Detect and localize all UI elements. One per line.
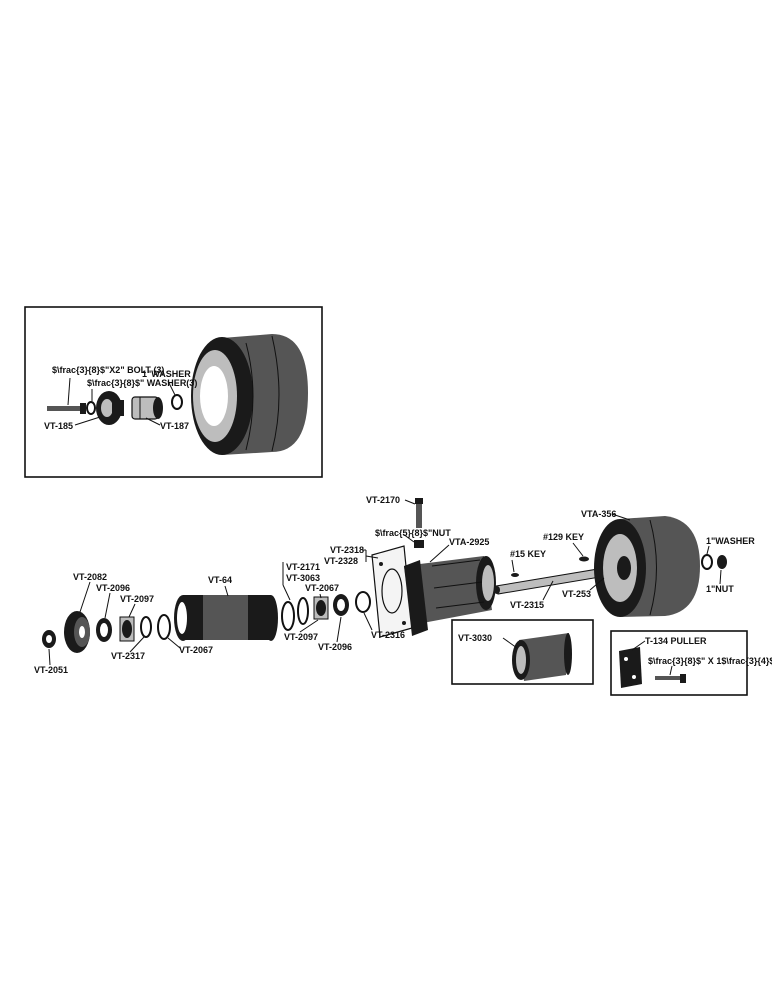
hub-vt185-part [96, 391, 124, 425]
spacer-vt187-part [131, 396, 163, 420]
main-assembly: VT-2170 $\frac{5}{8}$"NUT VT-2318 VT-232… [34, 495, 755, 675]
housing-vta2925-part [404, 556, 496, 636]
bolt-label: $\frac{3}{8}$"X2" BOLT (3) [52, 365, 164, 375]
bearing-vt2096-left-part [96, 618, 112, 642]
ring-vt2317-part [140, 616, 152, 638]
vt2317-label: VT-2317 [111, 651, 145, 661]
inset-hub-assembly: $\frac{3}{8}$"X2" BOLT (3) $\frac{3}{8}$… [24, 306, 323, 478]
vt2171-label: VT-2171 [286, 562, 320, 572]
key-15-label: #15 KEY [510, 549, 546, 559]
vt2096-right-label: VT-2096 [318, 642, 352, 652]
nut-5-8-part [414, 540, 424, 548]
inset-puller: T-134 PULLER $\frac{3}{8}$" X 1$\frac{3}… [610, 630, 772, 696]
ring-vt2171-part [281, 601, 295, 631]
vt2082-label: VT-2082 [73, 572, 107, 582]
bolt-vt2170-part [415, 498, 423, 528]
one-inch-washer-part [171, 394, 183, 410]
vt2097-left-label: VT-2097 [120, 594, 154, 604]
vta2925-label: VTA-2925 [449, 537, 489, 547]
key-129-label: #129 KEY [543, 532, 584, 542]
puller-title: T-134 PULLER [645, 636, 707, 646]
ring-vt2067-left-part [157, 614, 171, 640]
vt2170-label: VT-2170 [366, 495, 400, 505]
vt3063-label: VT-3063 [286, 573, 320, 583]
vt2067-left-label: VT-2067 [179, 645, 213, 655]
gear-vt2082-part [64, 611, 90, 653]
roller-drum-part [191, 334, 308, 455]
puller-bolt-label: $\frac{3}{8}$" X 1$\frac{3}{4}$" BOLT (3… [648, 656, 772, 666]
bearing-vt2097-left-part [119, 616, 135, 642]
gasket-plate-part [371, 545, 413, 638]
puller-frame [610, 630, 748, 696]
vt2067-right-label: VT-2067 [305, 583, 339, 593]
lock-washer-label: $\frac{3}{8}$" WASHER(3) [87, 378, 197, 388]
inset-frame [24, 306, 323, 478]
cylinder-vt64-part [174, 595, 278, 641]
vt2096-left-label: VT-2096 [96, 583, 130, 593]
vt2318-label: VT-2318 [330, 545, 364, 555]
ring-vt3063-part [297, 597, 309, 625]
vt2051-label: VT-2051 [34, 665, 68, 675]
one-washer-right-label: 1"WASHER [706, 536, 755, 546]
vt2315-label: VT-2315 [510, 600, 544, 610]
key-15-part [511, 573, 519, 577]
vt253-label: VT-253 [562, 589, 591, 599]
vt3030-label: VT-3030 [458, 633, 492, 643]
inset-vt3030: VT-3030 [451, 619, 594, 685]
one-washer-label: 1"WASHER [142, 369, 191, 379]
vt64-label: VT-64 [208, 575, 232, 585]
one-nut-label: 1"NUT [706, 584, 734, 594]
puller-bolt-part [655, 674, 686, 683]
washer-right-part [701, 554, 713, 570]
nut-vt2051-part [42, 630, 56, 648]
sleeve-vt3030-part [512, 633, 572, 681]
nut-right-part [717, 555, 727, 569]
key-129-part [579, 556, 589, 562]
roller-vta356-part [594, 516, 700, 617]
vt187-label: VT-187 [160, 421, 189, 431]
vta356-label: VTA-356 [581, 509, 616, 519]
puller-plate-part [619, 647, 642, 688]
vt2097-right-label: VT-2097 [284, 632, 318, 642]
vt2316-label: VT-2316 [371, 630, 405, 640]
vt3030-frame [451, 619, 594, 685]
vt185-label: VT-185 [44, 421, 73, 431]
bolt-part [47, 403, 86, 414]
vt2328-label: VT-2328 [324, 556, 358, 566]
ring-vt2316-part [355, 591, 371, 613]
nut-5-8-label: $\frac{5}{8}$"NUT [375, 528, 451, 538]
bearing-vt2096-right-part [333, 594, 349, 616]
lock-washer-part [86, 401, 96, 415]
bearing-vt2097-right-part [313, 596, 329, 620]
